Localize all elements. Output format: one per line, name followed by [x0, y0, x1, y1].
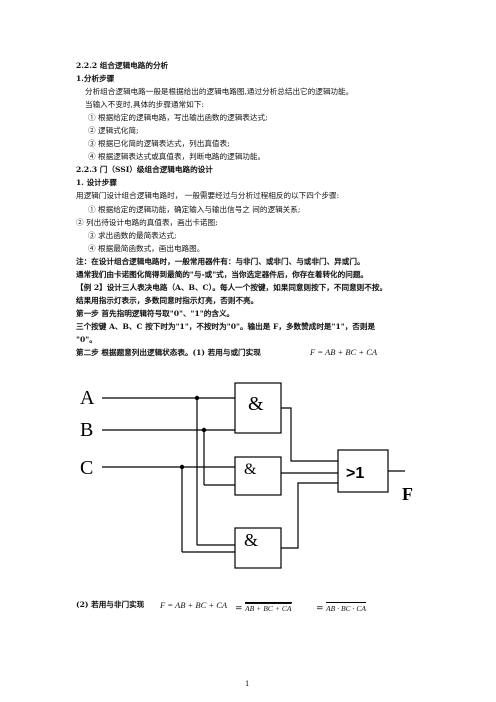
input-label-b: B: [80, 419, 93, 441]
logic-circuit-diagram: A B C & & & >1 F: [80, 382, 413, 569]
equation-nand-mid-expr: AB + BC + CA: [245, 604, 292, 613]
equation-nand-rhs-expr: AB · BC · CA: [326, 604, 367, 613]
design-step: ③ 求出函数的最简表达式;: [88, 231, 177, 240]
design-lead: 用逻辑门设计组合逻辑电路时， 一般需要经过与分析过程相反的以下四个步骤:: [76, 191, 340, 200]
example-line: 结果用指示灯表示，多数同意时指示灯亮，否则不亮。: [76, 296, 259, 305]
step1-heading: 第一步 首先指明逻辑符号取"0"、"1"的含义。: [76, 309, 235, 318]
design-step: ④ 根据最简函数式，画出电路图。: [88, 244, 205, 253]
equation-and-or: F = AB + BC + CA: [310, 347, 378, 357]
analysis-step: ① 根据给定的逻辑电路，写出输出函数的逻辑表达式;: [88, 113, 268, 122]
analysis-title: 1.分析步骤: [76, 74, 115, 83]
equation-nand-rhs: AB · BC · CA: [326, 602, 367, 614]
or-gate-label: >1: [346, 465, 364, 482]
input-label-c: C: [80, 457, 93, 479]
and-gate-label: &: [244, 530, 258, 550]
analysis-intro: 分析组合逻辑电路一般是根据给出的逻辑电路图,通过分析总结出它的逻辑功能。: [85, 87, 354, 96]
step1-detail: 三个按键 A、B、C 按下时为"1"，不按时为"0"。输出是 F，多数赞成时是"…: [76, 322, 376, 331]
input-label-a: A: [80, 387, 95, 409]
nand-caption: (2) 若用与非门实现: [76, 600, 145, 609]
analysis-step: ③ 根据已化简的逻辑表达式，列出真值表;: [88, 139, 230, 148]
and-gate-label: &: [248, 393, 264, 415]
page-number: 1: [245, 680, 250, 688]
step2-heading: 第二步 根据题意列出逻辑状态表。(1) 若用与或门实现: [76, 348, 261, 357]
design-step: ② 列出待设计电路的真值表，画出卡诺图;: [76, 218, 218, 227]
equation-nand-mid-eq: =: [235, 604, 243, 614]
analysis-steps-lead: 当输入不变时,具体的步骤通常如下:: [85, 100, 204, 109]
section-heading-2: 2.2.3 门（SSI）级组合逻辑电路的设计: [76, 165, 213, 174]
note-line: 注：在设计组合逻辑电路时，一般常用器件有：与非门、或非门、与或非门、异或门。: [76, 257, 365, 266]
example-line: 【例 2】设计三人表决电路（A、B、C）。每人一个按键，如果同意则按下，不同意则…: [76, 283, 388, 292]
output-label-f: F: [402, 484, 413, 504]
and-gate-label: &: [244, 461, 257, 478]
equation-nand-rhs-eq: =: [316, 604, 324, 614]
section-heading: 2.2.2 组合逻辑电路的分析: [76, 61, 169, 70]
equation-nand-mid: AB + BC + CA: [245, 602, 292, 614]
design-step: ① 根据给定的逻辑功能，确定输入与输出信号之 间的逻辑关系;: [88, 205, 301, 214]
step1-detail: "0"。: [76, 335, 97, 344]
design-title: 1. 设计步骤: [76, 178, 117, 187]
analysis-step: ② 逻辑式化简;: [88, 126, 139, 135]
analysis-step: ④ 根据逻辑表达式或真值表，判断电路的逻辑功能。: [88, 152, 266, 161]
equation-nand-lhs: F = AB + BC + CA: [160, 600, 228, 610]
note-line: 通常我们由卡诺图化简得到最简的"与-或"式，当你选定器件后，你存在着转化的问题。: [76, 270, 369, 279]
